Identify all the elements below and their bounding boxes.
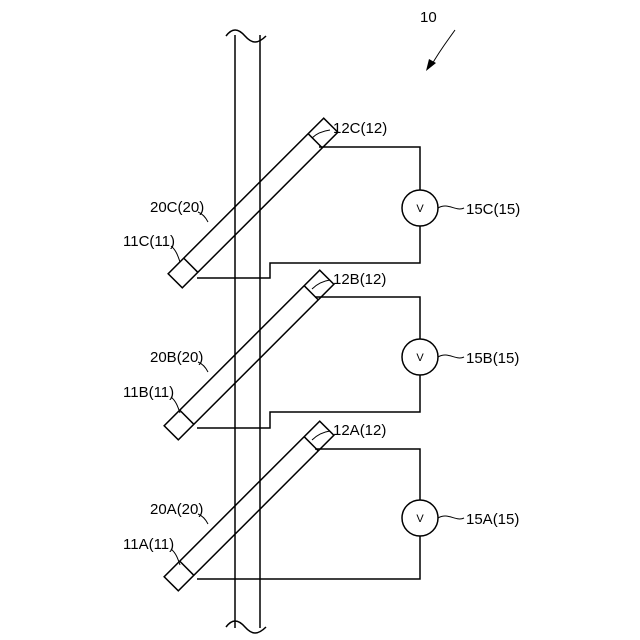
label-20c: 20C(20) — [150, 199, 204, 216]
voltmeter-symbol: V — [416, 513, 424, 525]
figure-ref-leader — [431, 30, 455, 66]
label-12c: 12C(12) — [333, 120, 387, 137]
leader-15a — [438, 516, 464, 519]
leader-15b — [438, 355, 464, 358]
wire-a-top — [315, 449, 420, 500]
label-12b: 12B(12) — [333, 271, 386, 288]
sensor-group-c: V 12C(12) 20C(20) 11C(11) 15C(15) — [123, 118, 520, 288]
label-12a: 12A(12) — [333, 422, 386, 439]
leader-12b — [312, 280, 330, 289]
wire-c-bottom — [197, 226, 420, 278]
wire-c-top — [319, 147, 420, 190]
column-shaft — [226, 30, 266, 633]
label-15b: 15B(15) — [466, 350, 519, 367]
label-20a: 20A(20) — [150, 501, 203, 518]
wire-b-top — [315, 297, 420, 339]
figure-ref-label: 10 — [420, 9, 437, 26]
label-20b: 20B(20) — [150, 349, 203, 366]
leader-12a — [312, 431, 330, 440]
leader-12c — [312, 130, 330, 138]
wire-a-bottom — [197, 536, 420, 579]
label-11b: 11B(11) — [123, 384, 174, 401]
label-11a: 11A(11) — [123, 536, 174, 553]
sensor-end-cap-low — [180, 561, 194, 575]
sensor-group-a: V 12A(12) 20A(20) 11A(11) 15A(15) — [123, 421, 519, 591]
voltmeter-symbol: V — [416, 352, 424, 364]
sensor-end-cap-low — [184, 258, 198, 272]
sensor-end-cap-low — [180, 410, 194, 424]
wire-b-bottom — [197, 375, 420, 428]
label-15c: 15C(15) — [466, 201, 520, 218]
leader-15c — [438, 206, 464, 209]
sensor-group-b: V 12B(12) 20B(20) 11B(11) 15B(15) — [123, 270, 519, 440]
label-11c: 11C(11) — [123, 233, 175, 250]
voltmeter-symbol: V — [416, 203, 424, 215]
label-15a: 15A(15) — [466, 511, 519, 528]
